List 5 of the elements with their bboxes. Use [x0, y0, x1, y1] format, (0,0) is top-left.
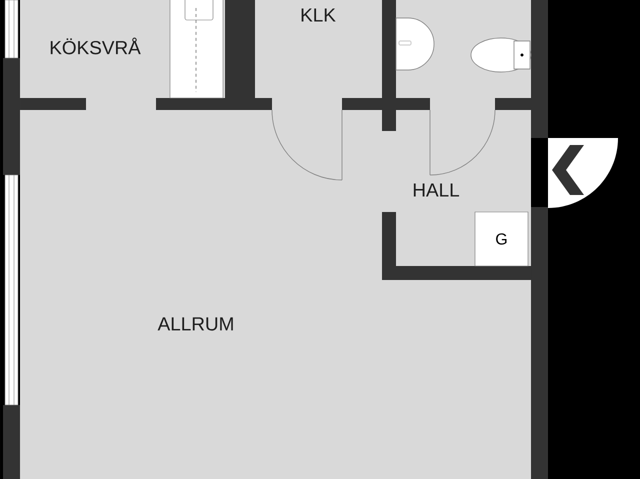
room-label: KÖKSVRÅ — [50, 38, 141, 54]
room-label: KLK — [302, 8, 336, 22]
room-label: ALLRUM — [158, 317, 233, 331]
room-label: HALL — [414, 184, 460, 196]
storage-box: G — [474, 212, 528, 266]
